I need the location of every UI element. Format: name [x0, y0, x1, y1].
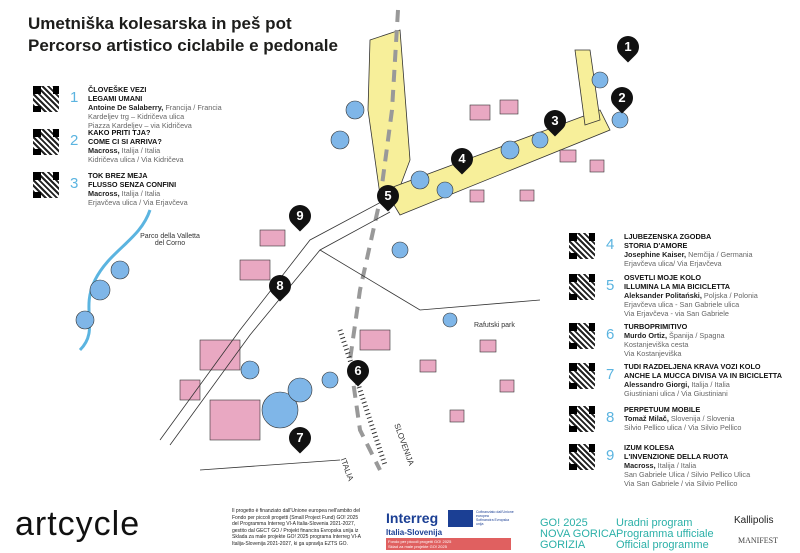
- artist-country: Italija / Italia: [691, 380, 730, 389]
- artwork-address: Silvio Pellico ulica / Via Silvio Pellic…: [624, 423, 742, 432]
- artist-country: Španija / Spagna: [669, 331, 725, 340]
- artwork-address: Via San Gabriele / via Silvio Pellico: [624, 479, 738, 488]
- artist-country: Poljska / Polonia: [703, 291, 758, 300]
- artwork-title: ČLOVEŠKE VEZI: [88, 85, 147, 94]
- artwork-title: ANCHE LA MUCCA DIVISA VA IN BICICLETTA: [624, 371, 782, 380]
- artist-name: Murdo Ortiz,: [624, 331, 667, 340]
- qr-code-icon[interactable]: [568, 362, 596, 390]
- qr-code-icon[interactable]: [568, 273, 596, 301]
- page-title: Umetniška kolesarska in peš pot Percorso…: [28, 14, 338, 55]
- eu-flag-icon: [448, 510, 473, 527]
- artwork-title: LJUBEZENSKA ZGODBA: [624, 232, 712, 241]
- artwork-title: PERPETUUM MOBILE: [624, 405, 701, 414]
- buildings: [179, 99, 605, 441]
- artcycle-logo: artcycle: [15, 505, 141, 543]
- map-label-valletta-park: Parco della Valletta del Corno: [140, 233, 200, 247]
- artist-name: Aleksander Politański,: [624, 291, 702, 300]
- artwork-title: OSVETLI MOJE KOLO: [624, 273, 702, 282]
- artist-country: Slovenija / Slovenia: [670, 414, 735, 423]
- map-marker-2[interactable]: 2: [606, 82, 638, 114]
- qr-code-icon[interactable]: [568, 405, 596, 433]
- map-marker-6[interactable]: 6: [342, 355, 374, 387]
- qr-code-icon[interactable]: [32, 85, 60, 113]
- manifest-logo: MANIFEST: [738, 536, 779, 545]
- map-marker-1[interactable]: 1: [612, 31, 644, 63]
- river: [78, 209, 152, 352]
- map-marker-3[interactable]: 3: [539, 105, 571, 137]
- map-marker-7[interactable]: 7: [284, 422, 316, 454]
- artwork-address: Erjavčeva ulica / Via Erjavčeva: [88, 198, 188, 207]
- qr-code-icon[interactable]: [568, 443, 596, 471]
- map-marker-9[interactable]: 9: [284, 200, 316, 232]
- interreg-logo: Interreg Cofinanziato dall'Unione europe…: [386, 510, 514, 550]
- artwork-title: ILLUMINA LA MIA BICICLETTA: [624, 282, 731, 291]
- funding-text: Il progetto è finanziato dall'Unione eur…: [232, 508, 361, 547]
- map-label-rafutski-park: Rafutski park: [474, 322, 515, 329]
- trees: [75, 71, 629, 429]
- artwork-address: Erjavčeva ulica/ Via Erjavčeva: [624, 259, 722, 268]
- artist-country: Francija / Francia: [165, 103, 222, 112]
- artist-country: Italija / Italia: [121, 146, 161, 155]
- map-marker-8[interactable]: 8: [264, 270, 296, 302]
- artwork-address: Kidričeva ulica / Via Kidričeva: [88, 155, 184, 164]
- artwork-title: TOK BREZ MEJA: [88, 171, 148, 180]
- qr-code-icon[interactable]: [568, 322, 596, 350]
- qr-code-icon[interactable]: [568, 232, 596, 260]
- artwork-address: Via Erjavčeva - via San Gabriele: [624, 309, 729, 318]
- artist-name: Macross,: [624, 461, 656, 470]
- artwork-address: Kardeljev trg – Kidričeva ulica: [88, 112, 185, 121]
- artwork-address: Kostanjeviška cesta: [624, 340, 689, 349]
- artwork-title: COME CI SI ARRIVA?: [88, 137, 162, 146]
- artwork-title: TURBOPRIMITIVO: [624, 322, 688, 331]
- artwork-title: FLUSSO SENZA CONFINI: [88, 180, 177, 189]
- artist-country: Nemčija / Germania: [688, 250, 753, 259]
- qr-code-icon[interactable]: [32, 171, 60, 199]
- artist-country: Italija / Italia: [657, 461, 697, 470]
- artwork-address: San Gabriele Ulica / Silvio Pellico Ulic…: [624, 470, 751, 479]
- road-yellow: [367, 29, 611, 216]
- artwork-title: STORIA D'AMORE: [624, 241, 688, 250]
- artist-country: Italija / Italia: [121, 189, 161, 198]
- artwork-title: TUDI RAZDELJENA KRAVA VOZI KOLO: [624, 362, 761, 371]
- artwork-title: L'INVENZIONE DELLA RUOTA: [624, 452, 729, 461]
- artist-name: Alessandro Giorgi,: [624, 380, 690, 389]
- artwork-title: IZUM KOLESA: [624, 443, 675, 452]
- artwork-title: KAKO PRITI TJA?: [88, 128, 151, 137]
- map-marker-4[interactable]: 4: [446, 143, 478, 175]
- map-marker-5[interactable]: 5: [372, 180, 404, 212]
- artist-name: Macross,: [88, 146, 120, 155]
- artwork-address: Piazza Kardeljev – via Kidričeva: [88, 121, 192, 130]
- artist-name: Josephine Kaiser,: [624, 250, 687, 259]
- artist-name: Antoine De Salaberry,: [88, 103, 164, 112]
- artist-name: Macross,: [88, 189, 120, 198]
- artwork-address: Giustiniani ulica / Via Giustiniani: [624, 389, 728, 398]
- qr-code-icon[interactable]: [32, 128, 60, 156]
- artist-name: Tomaž Milač,: [624, 414, 669, 423]
- artwork-address: Erjavčeva ulica - San Gabriele ulica: [624, 300, 740, 309]
- artwork-title: LEGAMI UMANI: [88, 94, 143, 103]
- border-line: [347, 9, 400, 471]
- artwork-address: Via Kostanjeviška: [624, 349, 682, 358]
- kallipolis-logo: Kallipolis: [734, 515, 774, 526]
